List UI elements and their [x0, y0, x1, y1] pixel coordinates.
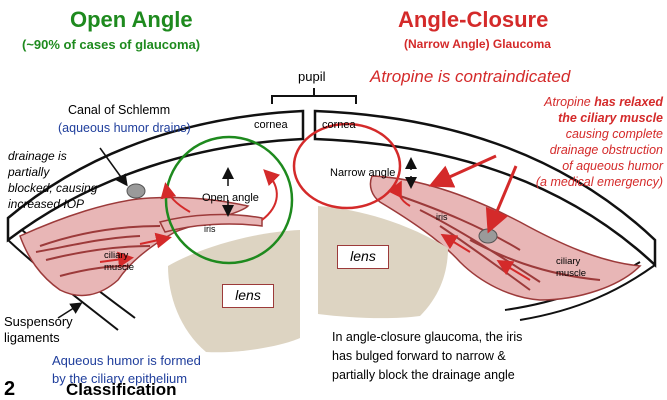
canal-label: Canal of Schlemm	[68, 104, 170, 118]
left-title: Open Angle	[70, 8, 193, 32]
angle-closure-note: In angle-closure glaucoma, the iris has …	[332, 328, 522, 385]
drainage-note: drainage is partially blocked, causing i…	[8, 148, 97, 212]
footer-heading: Classification	[66, 381, 177, 400]
right-cornea-label: cornea	[322, 119, 356, 131]
left-iris-label: iris	[204, 225, 216, 235]
atropine-note: Atropine has relaxed the ciliary muscle …	[508, 94, 663, 190]
left-cornea-label: cornea	[254, 119, 288, 131]
left-ciliary-label: ciliary muscle	[104, 250, 134, 274]
left-subtitle: (~90% of cases of glaucoma)	[22, 38, 200, 52]
pupil-label: pupil	[298, 70, 325, 84]
left-lens-label: lens	[222, 284, 274, 308]
open-angle-label: Open angle	[202, 192, 259, 204]
right-iris-label: iris	[436, 213, 448, 223]
right-canal-of-schlemm	[479, 229, 497, 243]
right-lens-label: lens	[337, 245, 389, 269]
narrow-angle-label: Narrow angle	[330, 167, 395, 179]
footer-number: 2	[4, 378, 15, 400]
canal-sub-label: (aqueous humor drains)	[58, 122, 191, 136]
pupil-bracket	[272, 88, 356, 104]
right-title: Angle-Closure	[398, 8, 548, 32]
right-subtitle: (Narrow Angle) Glaucoma	[404, 38, 551, 51]
right-ciliary-label: ciliary muscle	[556, 256, 586, 280]
left-canal-of-schlemm	[127, 184, 145, 198]
suspensory-label: Suspensory ligaments	[4, 314, 73, 346]
atropine-heading: Atropine is contraindicated	[370, 68, 570, 87]
